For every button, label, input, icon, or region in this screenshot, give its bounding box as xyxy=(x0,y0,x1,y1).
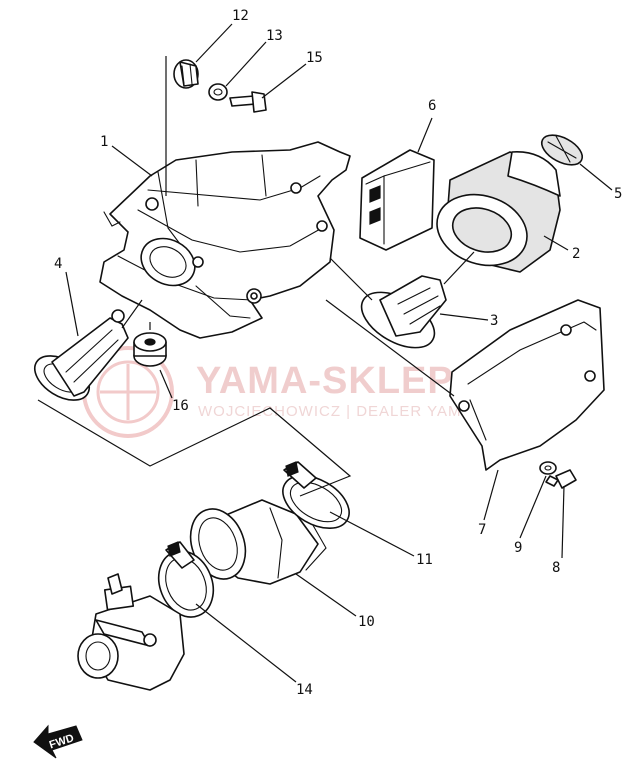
filter-guide xyxy=(360,275,447,349)
inlet-funnel xyxy=(34,309,129,401)
air-box xyxy=(99,141,351,339)
collar xyxy=(208,83,228,101)
assembly-guides xyxy=(37,56,475,497)
forward-direction-marker: FWD xyxy=(33,724,83,759)
callout-14: 15 xyxy=(306,50,323,66)
cap xyxy=(540,134,584,166)
callout-6: 6 xyxy=(428,98,436,114)
watermark-tagline: WOJCIECHOWICZ | DEALER YAMAHA xyxy=(198,403,495,420)
intake-joint xyxy=(189,499,327,585)
element-holder xyxy=(359,149,435,251)
callout-13: 13 xyxy=(266,28,283,44)
callout-3: 3 xyxy=(490,313,498,329)
callouts: 1 2 3 4 5 6 7 8 9 10 11 12 13 15 14 16 xyxy=(54,8,622,698)
air-box-bolt xyxy=(229,91,267,113)
callout-10: 10 xyxy=(358,614,375,630)
callout-5: 5 xyxy=(614,186,622,202)
callout-2: 2 xyxy=(572,246,580,262)
carburetor xyxy=(77,573,185,691)
callout-16: 16 xyxy=(172,398,189,414)
side-cover xyxy=(449,299,605,471)
clamp-upper xyxy=(282,461,350,530)
callout-7: 7 xyxy=(478,522,486,538)
washer xyxy=(539,461,557,475)
leader-lines xyxy=(65,23,613,683)
callout-11: 11 xyxy=(416,552,433,568)
callout-1: 1 xyxy=(100,134,108,150)
watermark: YAMA-SKLEP.PL WOJCIECHOWICZ | DEALER YAM… xyxy=(82,346,510,438)
callout-14-lower: 14 xyxy=(296,682,313,698)
side-cover-bolt xyxy=(545,469,577,489)
callout-8: 8 xyxy=(552,560,560,576)
callout-4: 4 xyxy=(54,256,62,272)
damper xyxy=(173,59,199,89)
callout-12: 12 xyxy=(232,8,249,24)
callout-9: 9 xyxy=(514,540,522,556)
grommet xyxy=(133,332,167,367)
clamp-lower xyxy=(157,541,215,618)
air-filter-element xyxy=(436,151,561,273)
